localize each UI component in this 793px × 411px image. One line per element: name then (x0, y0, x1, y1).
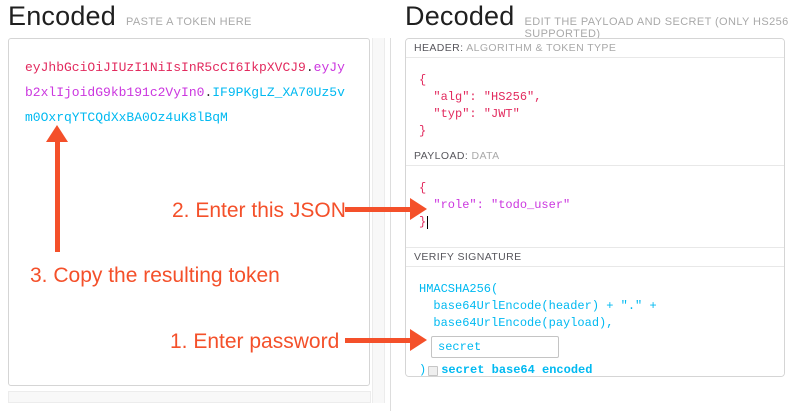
decoded-heading-row: Decoded EDIT THE PAYLOAD AND SECRET (ONL… (405, 0, 793, 40)
token-signature-segment: IF9PKgLZ_XA70Uz5vm0OxrqYTCQdXxBA0Oz4uK8l… (25, 85, 345, 125)
verify-label-strong: VERIFY SIGNATURE (414, 251, 522, 263)
arrow-line-step3 (55, 141, 60, 252)
right-arrow-icon (410, 329, 427, 351)
payload-editor[interactable]: { "role": "todo_user" } (406, 166, 784, 248)
text-cursor (426, 216, 429, 229)
payload-close-brace: } (419, 215, 427, 229)
payload-content: "role": "todo_user" (419, 198, 571, 212)
payload-section-label: PAYLOAD: DATA (406, 147, 784, 166)
arrow-line-step2 (345, 207, 411, 212)
column-divider (390, 38, 391, 411)
verify-section-label: VERIFY SIGNATURE (406, 248, 784, 267)
annotation-step2: 2. Enter this JSON (172, 199, 346, 222)
token-header-segment: eyJhbGciOiJIUzI1NiIsInR5cCI6IkpXVCJ9 (25, 60, 306, 75)
decoded-title: Decoded (405, 1, 515, 31)
token-separator-dot: . (305, 60, 314, 75)
vertical-scrollbar[interactable] (372, 38, 385, 403)
secret-input[interactable] (431, 336, 559, 358)
header-editor[interactable]: { "alg": "HS256", "typ": "JWT" } (406, 58, 784, 147)
token-input[interactable]: eyJhbGciOiJIUzI1NiIsInR5cCI6IkpXVCJ9.eyJ… (25, 55, 347, 130)
decoded-subtitle: EDIT THE PAYLOAD AND SECRET (ONLY HS256 … (524, 16, 789, 40)
decoded-box: HEADER: ALGORITHM & TOKEN TYPE { "alg": … (405, 38, 785, 377)
encoded-token-box[interactable]: eyJhbGciOiJIUzI1NiIsInR5cCI6IkpXVCJ9.eyJ… (8, 38, 370, 386)
token-payload-segment: eyJyb2xlIjoidG9kb191c2VyIn0 (25, 60, 345, 100)
annotation-step1: 1. Enter password (170, 330, 340, 353)
hmac-code: HMACSHA256( base64UrlEncode(header) + ".… (419, 282, 657, 330)
horizontal-scrollbar[interactable] (8, 391, 371, 403)
annotation-step3: 3. Copy the resulting token (30, 264, 280, 287)
payload-json[interactable]: { "role": "todo_user" } (406, 166, 784, 231)
encoded-title: Encoded (8, 1, 116, 31)
payload-open-brace: { (419, 181, 427, 195)
verify-signature-panel: HMACSHA256( base64UrlEncode(header) + ".… (406, 267, 784, 377)
encoded-subtitle: PASTE A TOKEN HERE (126, 16, 252, 28)
token-separator-dot: . (204, 85, 213, 100)
base64-encoded-label[interactable]: secret base64 encoded (441, 363, 593, 377)
header-label-rest: ALGORITHM & TOKEN TYPE (463, 42, 617, 54)
base64-encoded-checkbox[interactable] (428, 365, 439, 376)
up-arrow-icon (46, 125, 68, 142)
payload-label-rest: DATA (468, 150, 500, 162)
header-section-label: HEADER: ALGORITHM & TOKEN TYPE (406, 39, 784, 58)
payload-label-strong: PAYLOAD: (414, 150, 469, 162)
arrow-line-step1 (345, 338, 411, 343)
close-paren: ) (419, 363, 427, 377)
right-arrow-icon (410, 198, 427, 220)
header-label-strong: HEADER: (414, 42, 464, 54)
header-json[interactable]: { "alg": "HS256", "typ": "JWT" } (419, 73, 542, 138)
encoded-heading-row: Encoded PASTE A TOKEN HERE (8, 0, 252, 33)
hmac-close-line: ) secret base64 encoded (406, 362, 784, 377)
